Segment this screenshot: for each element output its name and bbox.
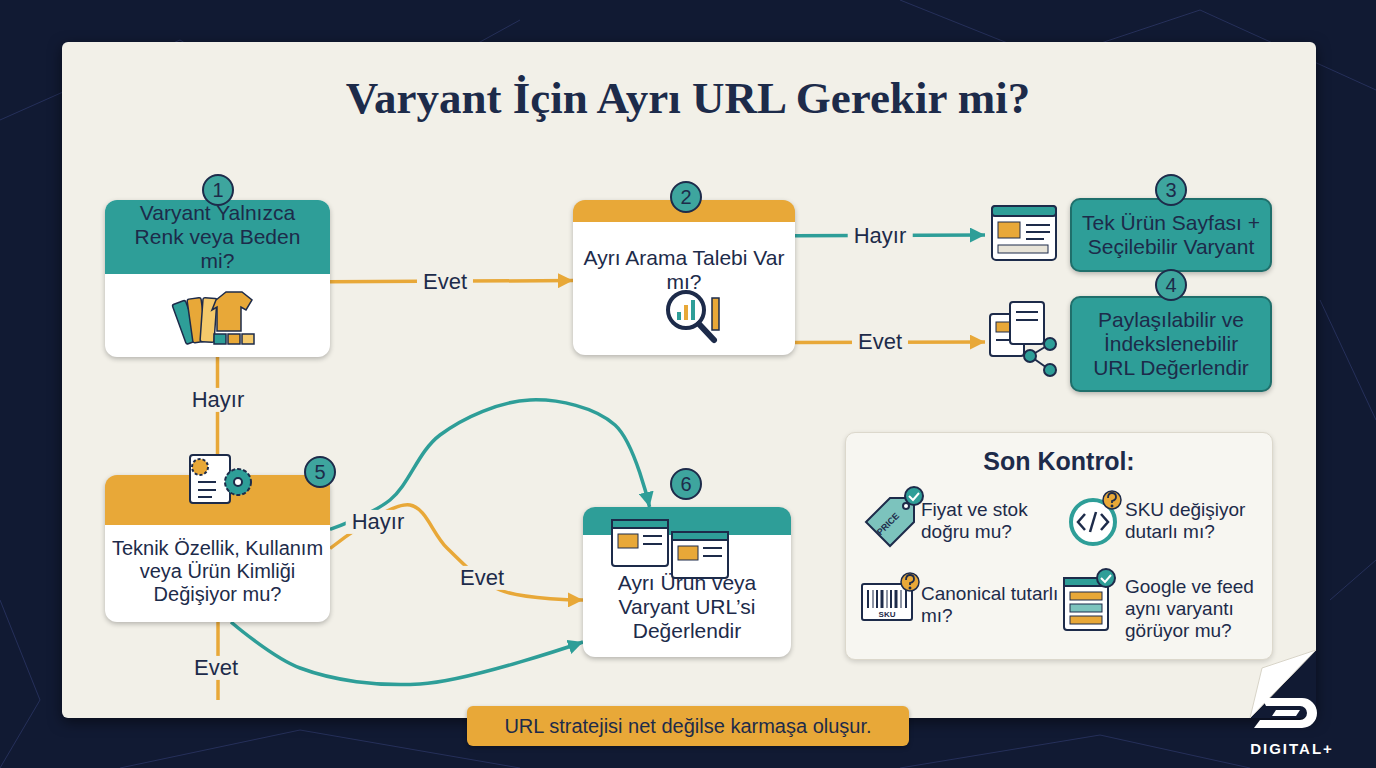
checklist-item: Google ve feed aynı varyantı görüyor mu? [1063,563,1273,655]
node-text: Varyant Yalnızca Renk veya Beden mi? [105,200,330,274]
share-icon [990,314,1024,356]
peeled-corner [1250,650,1316,718]
callout-number: 1 [202,174,234,206]
diagram-title: Varyant İçin Ayrı URL Gerekir mi? [0,72,1376,124]
edge-label: Hayır [848,224,913,248]
share-icon [996,322,1010,332]
spec-gear-icon [192,459,208,475]
background-lines [0,600,40,768]
node-text: Paylaşılabilir ve İndekslenebilir URL De… [1070,296,1272,392]
background-lines [1320,300,1376,420]
edge-label: Evet [852,330,908,354]
node-text: Ayrı Arama Talebi Var mı? [573,246,795,294]
brand-logo [1254,698,1317,728]
share-icon [1030,356,1050,370]
node-text: Fiyat ve stok doğru mu? [921,485,1064,557]
node-text: Ayrı Ürün veya Varyant URL’si Değerlendi… [583,571,791,657]
node-text: Teknik Özellik, Kullanım veya Ürün Kimli… [105,525,330,606]
share-icon [996,339,1016,341]
edge-label: Evet [188,656,244,680]
peeled-corner [1250,650,1316,718]
caption-banner: URL stratejisi net değilse karmaşa oluşu… [467,706,909,746]
page-icon [1026,224,1050,226]
icon-text: SKU [879,610,896,619]
page-icon [1026,238,1044,240]
share-icon [1044,338,1056,350]
callout-number: 5 [304,456,336,488]
background-lines [900,735,1250,768]
page-icon [992,206,1056,216]
flow-arrow [330,505,583,600]
node-text: SKU değişiyor dutarlı mı? [1125,485,1273,557]
edge-label: Evet [417,270,473,294]
outcome-box: Ayrı Ürün veya Varyant URL’si Değerlendi… [583,507,791,657]
callout-number: 4 [1155,269,1187,301]
outcome-box: Paylaşılabilir ve İndekslenebilir URL De… [985,296,1272,392]
flow-arrow [231,622,583,685]
page-icon [998,245,1048,253]
share-icon [990,302,1056,376]
share-icon [1024,350,1036,362]
share-icon [1016,311,1038,313]
page-icon [992,206,1056,260]
callout-number: 6 [670,468,702,500]
background-lines [120,730,520,768]
peeled-corner [1250,650,1316,718]
decision-box: Teknik Özellik, Kullanım veya Ürün Kimli… [105,475,330,622]
page-icon [992,206,1056,260]
background-lines [1330,560,1376,600]
outcome-box: Tek Ürün Sayfası + Seçilebilir Varyant [985,198,1272,272]
edge-label: Evet [454,566,510,590]
checklist-panel: Son Kontrol: Fiyat ve stok doğru mu? SKU d… [845,432,1273,660]
share-icon [1016,319,1038,321]
checklist-item: Canonical tutarlı mı? [859,569,1064,641]
brand-logo [1254,698,1317,728]
share-icon [1044,364,1056,376]
brand-logo [1272,710,1300,716]
checklist-item: SKU değişiyor dutarlı mı? [1063,485,1273,557]
flow-arrow [216,357,220,475]
callout-number: 3 [1155,174,1187,206]
node-text: Tek Ürün Sayfası + Seçilebilir Varyant [1070,198,1272,272]
share-icon [1010,302,1044,344]
share-icon [1030,344,1050,356]
node-text: Canonical tutarlı mı? [921,569,1064,641]
edge-label: Hayır [346,510,411,534]
node-text: Google ve feed aynı varyantı görüyor mu? [1125,563,1273,655]
decision-box: Ayrı Arama Talebi Var mı? [573,200,795,355]
edge-label: Hayır [186,388,251,412]
decision-box: Varyant Yalnızca Renk veya Beden mi? [105,200,330,357]
watermark: DIGITAL+ [1250,740,1334,757]
page-icon [998,222,1020,238]
page-icon [1026,231,1050,233]
node-text: Son Kontrol: [846,433,1272,476]
callout-number: 2 [670,181,702,213]
